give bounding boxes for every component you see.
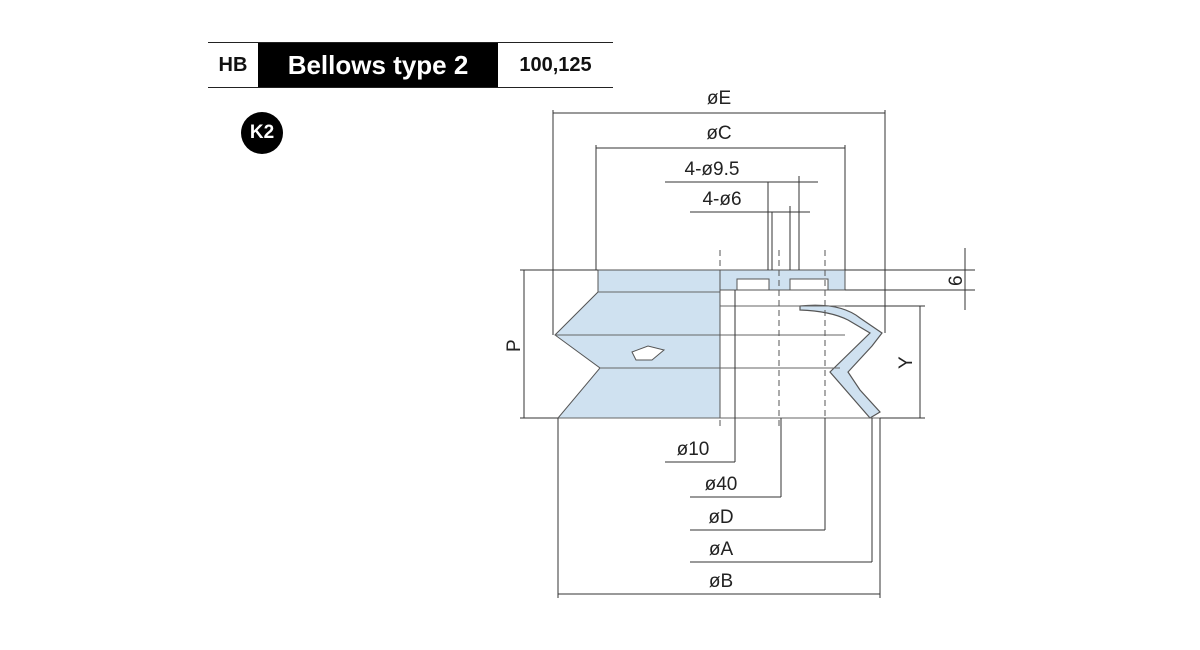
plate-hole-right bbox=[789, 278, 829, 291]
plate-hole-left bbox=[736, 278, 770, 291]
dim-hole-outer-label: 4-ø9.5 bbox=[685, 159, 740, 180]
dim-e-label: øE bbox=[707, 88, 731, 109]
dim-c-label: øC bbox=[706, 123, 731, 144]
bellows-section bbox=[799, 304, 883, 419]
dim-p-label: P bbox=[504, 339, 525, 352]
type-badge: K2 bbox=[241, 112, 283, 154]
dim-hole-inner-label: 4-ø6 bbox=[702, 189, 741, 210]
dim-40-label: ø40 bbox=[705, 474, 738, 495]
dim-a-label: øA bbox=[709, 539, 734, 560]
dim-thickness-label: 6 bbox=[946, 275, 967, 286]
dim-b-label: øB bbox=[709, 571, 733, 592]
size-range: 100,125 bbox=[519, 53, 592, 76]
dim-d-label: øD bbox=[708, 507, 733, 528]
dim-y-label: Y bbox=[896, 356, 917, 369]
center-lines bbox=[719, 250, 826, 430]
series-code: HB bbox=[218, 53, 248, 76]
product-title: Bellows type 2 bbox=[258, 43, 498, 87]
dimension-lines bbox=[520, 110, 975, 598]
section-lines bbox=[555, 291, 880, 419]
title-header: HB Bellows type 2 100,125 bbox=[208, 42, 613, 88]
air-slot bbox=[631, 345, 666, 361]
dim-10-label: ø10 bbox=[677, 439, 710, 460]
